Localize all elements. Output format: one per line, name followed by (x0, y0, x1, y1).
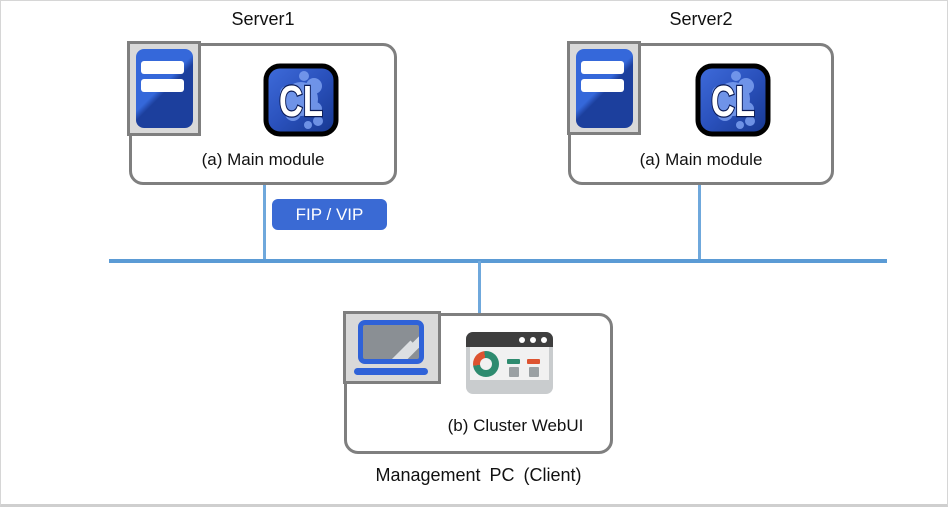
server2-title: Server2 (669, 9, 733, 29)
server2-main-module-label: (a) Main module (639, 150, 763, 169)
cl-app-icon-text: CL (279, 77, 323, 126)
browser-dot-icon (519, 337, 525, 343)
fip-vip-badge: FIP / VIP (272, 199, 387, 230)
browser-dot-icon (541, 337, 547, 343)
server1-main-module-label: (a) Main module (201, 150, 325, 169)
cl-app-icon-text: CL (711, 77, 755, 126)
server-slot-bar (581, 79, 624, 92)
status-widget-green (507, 359, 520, 377)
server-tower-icon (127, 41, 201, 136)
laptop-screen (358, 320, 424, 364)
server1-title: Server1 (231, 9, 295, 29)
widget-square (528, 367, 539, 377)
widget-bar (507, 359, 520, 364)
donut-chart-icon (473, 351, 499, 377)
cluster-webui-label: (b) Cluster WebUI (447, 416, 584, 435)
browser-content (470, 347, 549, 380)
laptop-base (354, 368, 428, 375)
status-widget-red (527, 359, 540, 377)
cl-splat-shape (280, 71, 323, 129)
browser-dot-icon (530, 337, 536, 343)
widget-square (508, 367, 519, 377)
server2-connector-line (698, 185, 701, 261)
server-tower-body (136, 49, 193, 128)
laptop-icon (343, 311, 441, 384)
management-pc-connector-line (478, 261, 481, 315)
cl-app-icon: CL (695, 63, 771, 137)
server-tower-body (576, 49, 633, 128)
server-slot-bar (141, 79, 184, 92)
cl-app-icon: CL (263, 63, 339, 137)
management-pc-caption: Management PC (Client) (375, 465, 582, 485)
webui-dashboard-icon (466, 332, 553, 394)
browser-titlebar (466, 332, 553, 347)
network-bus-line (109, 259, 887, 263)
cl-splat-shape (712, 71, 755, 129)
server1-connector-line (263, 185, 266, 261)
server-slot-bar (581, 61, 624, 74)
server-tower-icon (567, 41, 641, 135)
widget-bar (527, 359, 540, 364)
server-slot-bar (141, 61, 184, 74)
